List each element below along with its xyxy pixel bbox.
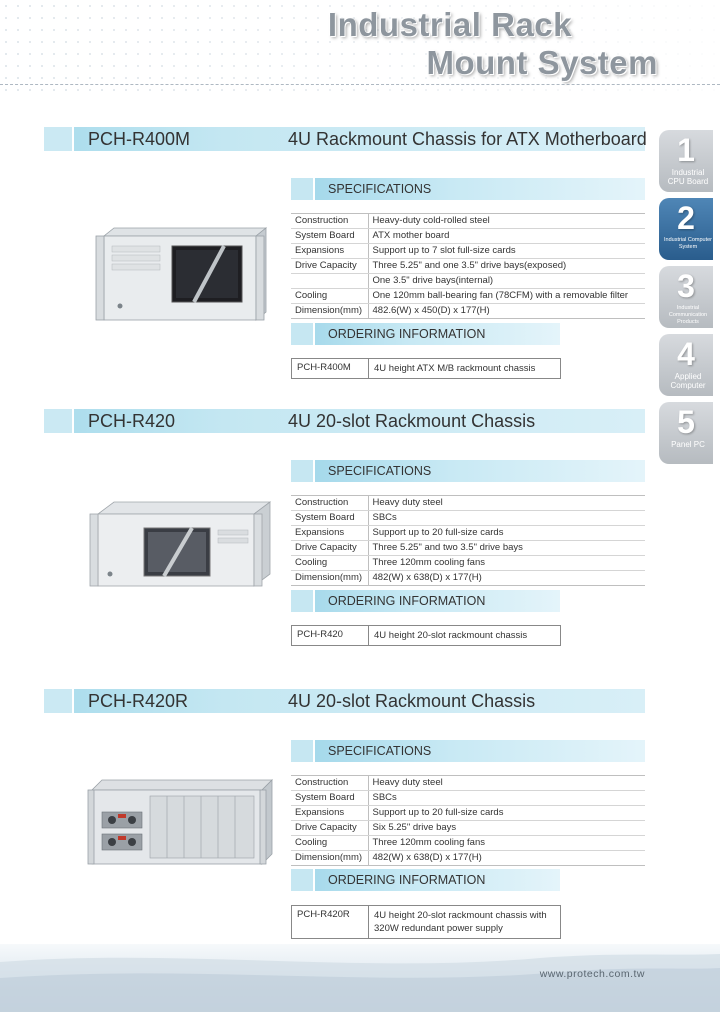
product-title: 4U Rackmount Chassis for ATX Motherboard [288,129,647,149]
order-desc: 4U height 20-slot rackmount chassis with… [374,910,547,934]
ordering-bar: ORDERING INFORMATION [291,323,560,345]
specifications-label: SPECIFICATIONS [328,182,432,196]
tab-number: 4 [677,336,695,372]
tab-label: Industrial CPU Board [667,168,709,186]
section-bar-pch-r420: PCH-R420 4U 20-slot Rackmount Chassis [44,409,645,433]
ordering-bar: ORDERING INFORMATION [291,590,560,612]
tab-label: Industrial Computer System [664,237,712,250]
tab-number: 5 [677,404,695,440]
pch-r400m-chassis-image [95,227,268,321]
tab-number: 2 [677,200,695,236]
order-table-pch-r420r: PCH-R420R 4U height 20-slot rackmount ch… [291,905,561,939]
specifications-label: SPECIFICATIONS [328,744,432,758]
order-table-pch-r400m: PCH-R400M 4U height ATX M/B rackmount ch… [291,358,561,379]
section-bar-pch-r400m: PCH-R400M 4U Rackmount Chassis for ATX M… [44,127,647,151]
tab-label: Panel PC [671,440,705,449]
section-bar-pch-r420r: PCH-R420R 4U 20-slot Rackmount Chassis [44,689,645,713]
order-model: PCH-R420R [292,906,369,938]
product-model: PCH-R420R [88,691,189,711]
tab-label: Industrial Communication Products [668,305,708,325]
order-model: PCH-R400M [292,359,369,378]
product-title: 4U 20-slot Rackmount Chassis [288,411,536,431]
header-divider [0,84,720,85]
product-model: PCH-R420 [88,411,176,431]
ordering-label: ORDERING INFORMATION [328,327,486,341]
order-desc: 4U height 20-slot rackmount chassis [374,630,528,641]
order-table-pch-r420: PCH-R420 4U height 20-slot rackmount cha… [291,625,561,646]
ordering-bar: ORDERING INFORMATION [291,869,560,891]
spec-row: Dimension(mm)482.6(W) x 450(D) x 177(H) [291,303,645,319]
pch-r420-chassis-image [89,501,272,587]
page-title-line1: Industrial Rack [327,6,572,43]
order-desc: 4U height ATX M/B rackmount chassis [374,363,536,374]
specifications-bar: SPECIFICATIONS [291,740,645,762]
order-model: PCH-R420 [292,626,369,645]
specifications-bar: SPECIFICATIONS [291,178,645,200]
side-tab-5[interactable]: 5 Panel PC [659,402,713,464]
pch-r420r-chassis-image [87,779,273,865]
page-title-line2: Mount System [426,44,658,81]
product-title: 4U 20-slot Rackmount Chassis [288,691,536,711]
specifications-bar: SPECIFICATIONS [291,460,645,482]
ordering-label: ORDERING INFORMATION [328,873,486,887]
side-tab-2[interactable]: 2 Industrial Computer System [659,198,713,260]
spec-row: Dimension(mm)482(W) x 638(D) x 177(H) [291,570,645,586]
side-tab-1[interactable]: 1 Industrial CPU Board [659,130,713,192]
tab-label: Applied Computer [670,372,706,390]
ordering-label: ORDERING INFORMATION [328,594,486,608]
side-tab-3[interactable]: 3 Industrial Communication Products [659,266,713,328]
tab-number: 3 [677,268,695,304]
footer-wave [0,954,720,1012]
footer-url[interactable]: www.protech.com.tw [539,968,645,980]
header-fade [0,0,720,100]
spec-row: One 3.5" drive bays(internal) [291,273,645,289]
product-model: PCH-R400M [88,129,191,149]
specifications-label: SPECIFICATIONS [328,464,432,478]
tab-number: 1 [677,132,695,168]
side-tab-4[interactable]: 4 Applied Computer [659,334,713,396]
spec-row: Dimension(mm)482(W) x 638(D) x 177(H) [291,850,645,866]
